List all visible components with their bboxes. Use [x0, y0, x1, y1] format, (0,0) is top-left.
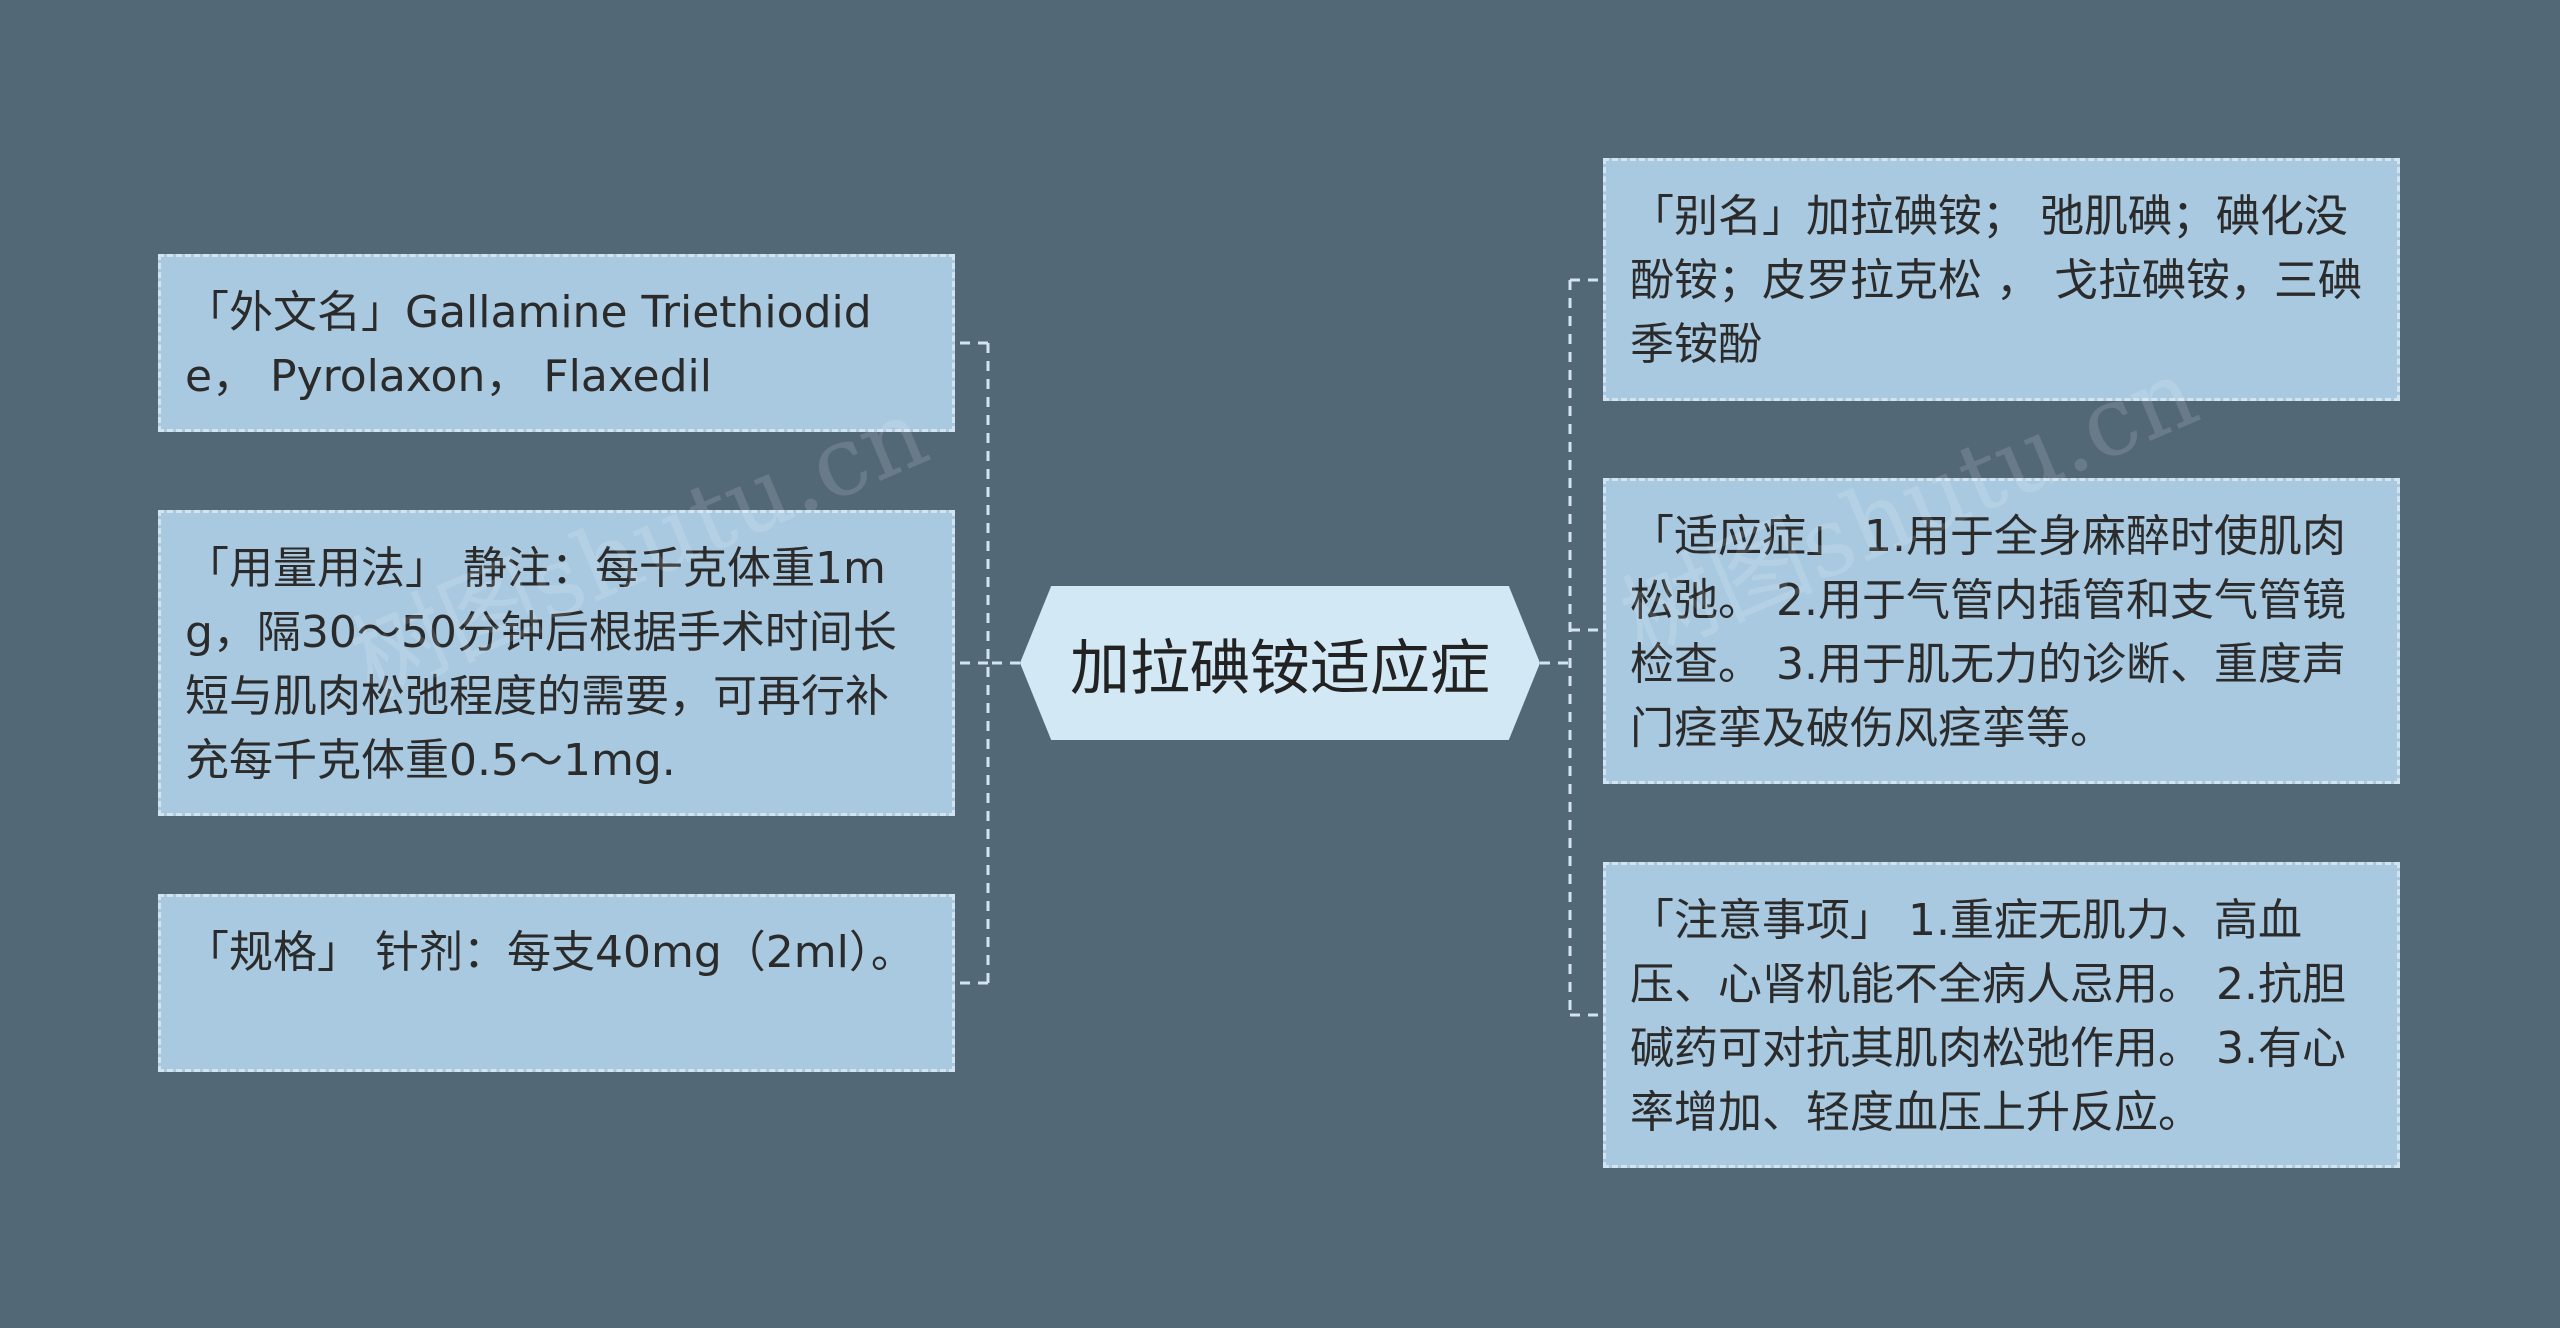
right-node-indications-text: 「适应症」 1.用于全身麻醉时使肌肉松弛。 2.用于气管内插管和支气管镜检查。 … [1630, 511, 2346, 754]
left-node-specification-text: 「规格」 针剂：每支40mg（2ml）。 [185, 927, 915, 978]
right-node-precautions-text: 「注意事项」 1.重症无肌力、高血压、心肾机能不全病人忌用。 2.抗胆碱药可对抗… [1630, 895, 2346, 1138]
left-node-foreign-name[interactable]: 「外文名」Gallamine Triethiodide， Pyrolaxon， … [158, 254, 955, 432]
center-topic[interactable]: 加拉碘铵适应症 [1020, 586, 1540, 740]
right-node-alias[interactable]: 「别名」加拉碘铵； 弛肌碘；碘化没酚铵；皮罗拉克松 ， 戈拉碘铵，三碘季铵酚 [1603, 158, 2400, 401]
center-topic-title: 加拉碘铵适应症 [1070, 633, 1490, 704]
right-node-alias-text: 「别名」加拉碘铵； 弛肌碘；碘化没酚铵；皮罗拉克松 ， 戈拉碘铵，三碘季铵酚 [1630, 191, 2362, 370]
right-node-indications[interactable]: 「适应症」 1.用于全身麻醉时使肌肉松弛。 2.用于气管内插管和支气管镜检查。 … [1603, 478, 2400, 784]
left-node-specification[interactable]: 「规格」 针剂：每支40mg（2ml）。 [158, 894, 955, 1072]
left-node-dosage[interactable]: 「用量用法」 静注：每千克体重1mg，隔30～50分钟后根据手术时间长短与肌肉松… [158, 510, 955, 816]
left-node-dosage-text: 「用量用法」 静注：每千克体重1mg，隔30～50分钟后根据手术时间长短与肌肉松… [185, 543, 897, 786]
right-node-precautions[interactable]: 「注意事项」 1.重症无肌力、高血压、心肾机能不全病人忌用。 2.抗胆碱药可对抗… [1603, 862, 2400, 1168]
left-node-foreign-name-text: 「外文名」Gallamine Triethiodide， Pyrolaxon， … [185, 287, 872, 402]
